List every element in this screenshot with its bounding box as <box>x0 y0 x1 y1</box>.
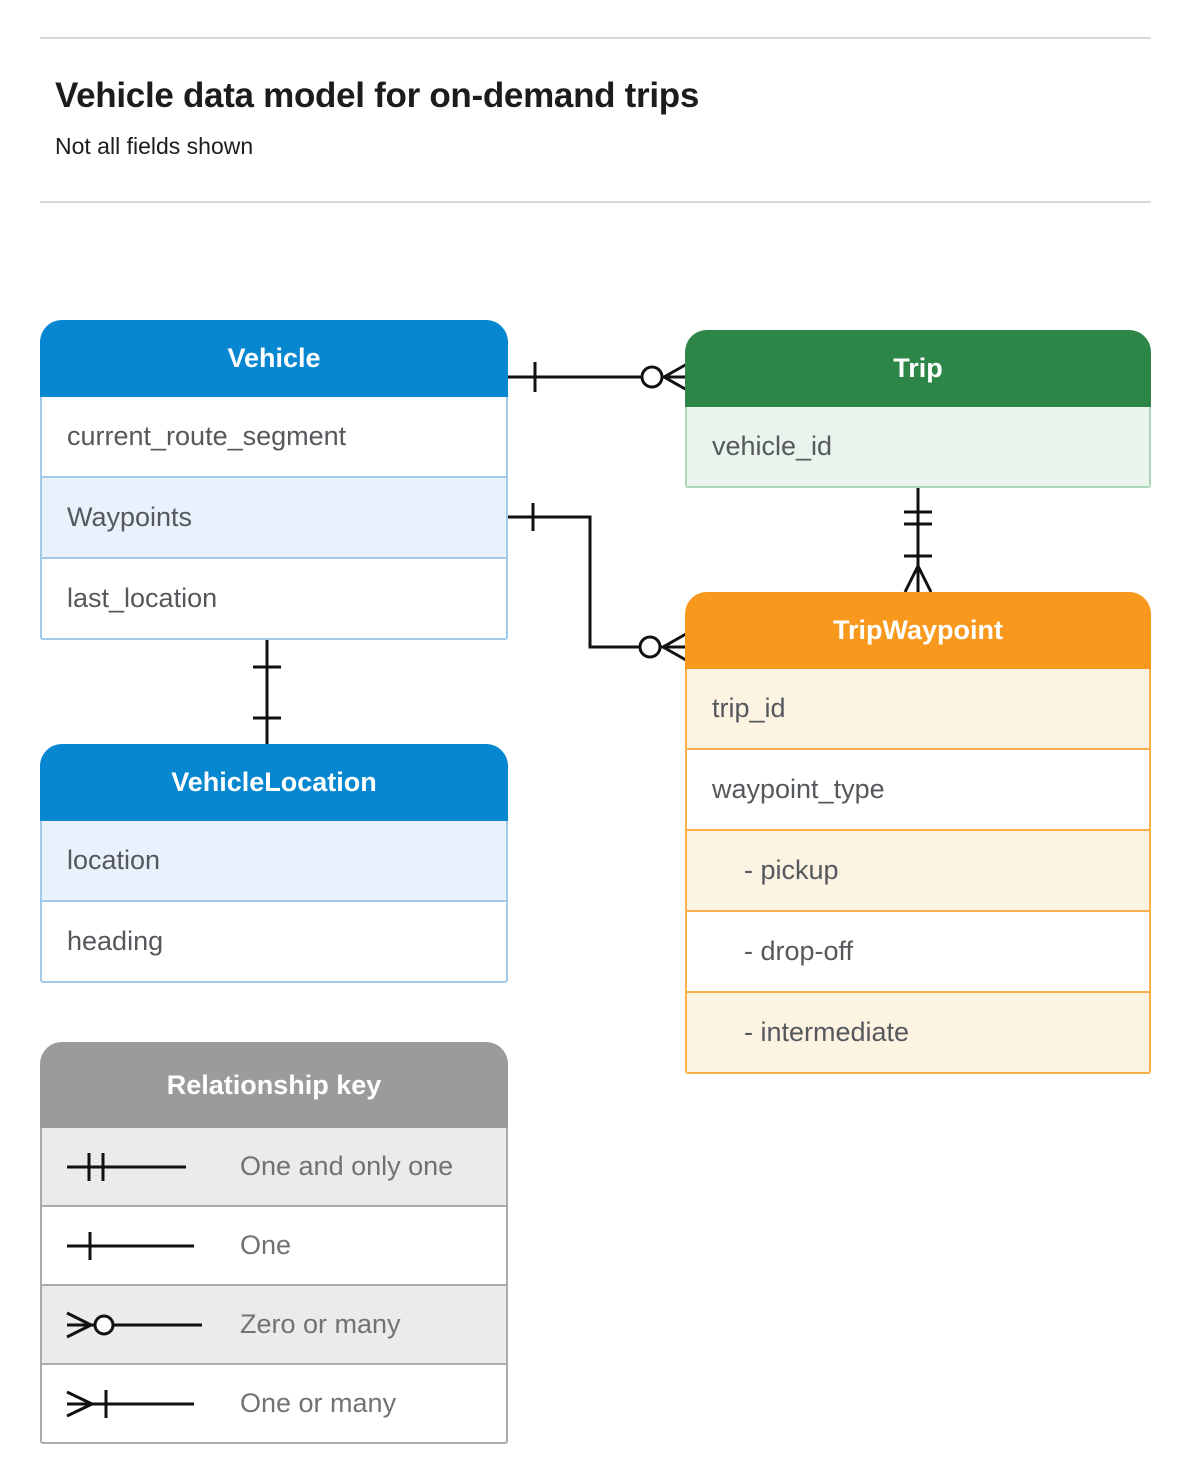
field-current-route-segment: current_route_segment <box>67 421 347 451</box>
enum-pickup: - pickup <box>687 829 1149 910</box>
legend-item-one-and-only-one: One and only one <box>42 1128 506 1205</box>
field-location: location <box>42 821 506 900</box>
legend-label: One and only one <box>240 1151 454 1181</box>
field-last-location: last_location <box>42 557 506 638</box>
enum-drop-off: - drop-off <box>687 910 1149 991</box>
zero-or-many-icon <box>66 1311 202 1338</box>
relationship-key: Relationship key One and only one One <box>40 1042 508 1444</box>
connector-waypoints-tripwaypoint <box>505 503 688 662</box>
crow-foot-icon <box>663 362 688 392</box>
entity-rows: vehicle_id <box>685 407 1151 488</box>
crow-foot-icon <box>662 632 687 662</box>
legend-rows: One and only one One Zer <box>40 1128 508 1444</box>
top-divider <box>40 37 1151 39</box>
entity-header-vehiclelocation: VehicleLocation <box>40 744 508 821</box>
legend-item-one: One <box>42 1205 506 1284</box>
zero-circle-icon <box>638 635 662 659</box>
one-icon <box>67 1231 194 1260</box>
entity-header-tripwaypoint: TripWaypoint <box>685 592 1151 669</box>
field-waypoint-type: waypoint_type <box>687 748 1149 829</box>
page-title: Vehicle data model for on-demand trips <box>55 76 699 115</box>
entity-header-vehicle: Vehicle <box>40 320 508 397</box>
entity-rows: current_route_segment Waypoints last_loc… <box>40 397 508 640</box>
connector-vehicle-trip <box>505 362 688 392</box>
entity-header-trip: Trip <box>685 330 1151 407</box>
page-subtitle: Not all fields shown <box>55 133 254 159</box>
connector-vehicle-vehiclelocation <box>253 630 281 746</box>
entity-vehicle: Vehicle current_route_segment Waypoints … <box>40 320 508 640</box>
header-divider <box>40 201 1151 203</box>
one-and-only-one-icon <box>67 1152 186 1181</box>
zero-circle-icon <box>640 365 664 389</box>
entity-trip: Trip vehicle_id <box>685 330 1151 488</box>
entity-tripwaypoint: TripWaypoint trip_id waypoint_type - pic… <box>685 592 1151 1074</box>
entity-vehiclelocation: VehicleLocation location heading <box>40 744 508 983</box>
connector-line <box>505 515 688 649</box>
field-waypoints: Waypoints <box>42 476 506 557</box>
connector-trip-tripwaypoint <box>903 488 933 594</box>
entity-rows: trip_id waypoint_type - pickup - drop-of… <box>685 669 1151 1074</box>
crow-foot-icon <box>903 565 933 593</box>
field-vehicle-id: vehicle_id <box>687 407 1149 486</box>
legend-item-one-or-many: One or many <box>42 1363 506 1442</box>
legend-label: One <box>240 1230 292 1260</box>
legend-label: One or many <box>240 1388 397 1418</box>
legend-label: Zero or many <box>240 1309 401 1339</box>
entity-rows: location heading <box>40 821 508 983</box>
one-and-only-one-ticks-icon <box>904 510 932 526</box>
enum-intermediate: - intermediate <box>687 991 1149 1072</box>
relationship-key-header: Relationship key <box>40 1042 508 1128</box>
field-trip-id: trip_id <box>687 669 1149 748</box>
field-heading: heading <box>42 900 506 981</box>
one-or-many-icon <box>66 1389 194 1418</box>
legend-item-zero-or-many: Zero or many <box>42 1284 506 1363</box>
